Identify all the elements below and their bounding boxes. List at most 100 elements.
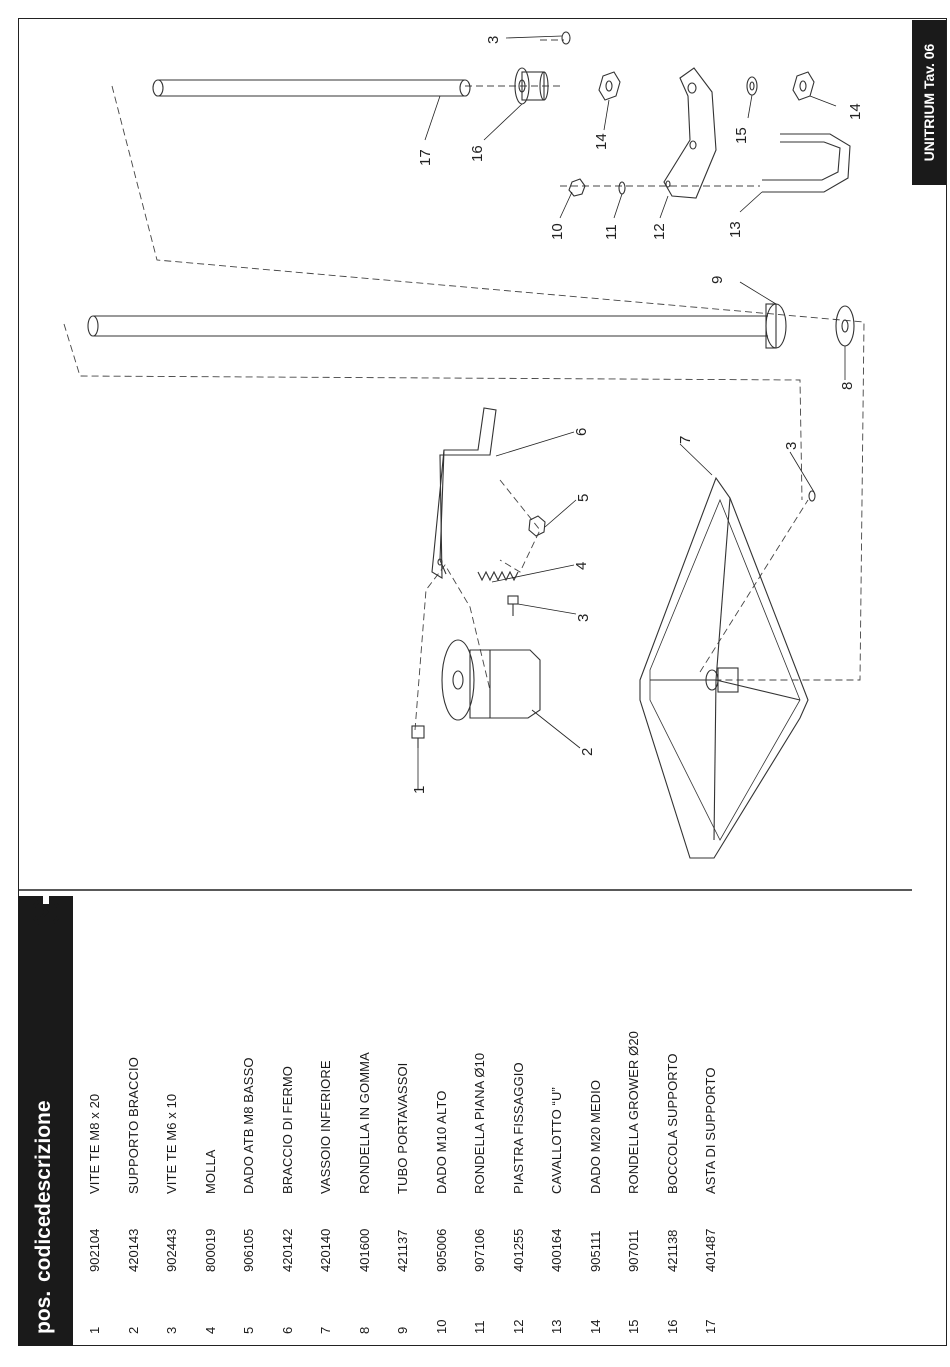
part-descrizione: BOCCOLA SUPPORTO	[664, 1053, 680, 1194]
title-tab: UNITRIUM Tav. 06	[912, 20, 946, 185]
part-pos: 6	[279, 1326, 295, 1334]
part-pos: 2	[125, 1326, 141, 1334]
callout-1: 1	[411, 786, 428, 794]
part-3-screw-top	[561, 31, 571, 45]
part-descrizione: DADO M20 MEDIO	[587, 1079, 603, 1194]
callout-9: 9	[709, 276, 726, 284]
table-row: 12 401255 PIASTRA FISSAGGIO	[511, 906, 531, 1346]
part-9-tube	[87, 303, 787, 349]
header-descrizione: descrizione	[32, 1100, 55, 1216]
table-row: 6 420142 BRACCIO DI FERMO	[280, 906, 300, 1346]
part-codice: 905006	[433, 1228, 449, 1272]
part-codice: 907011	[626, 1229, 641, 1272]
part-pos: 7	[318, 1326, 333, 1334]
part-codice: 902443	[164, 1228, 179, 1272]
callout-5: 5	[575, 494, 592, 502]
part-14-nut	[598, 71, 621, 101]
part-11-washer	[618, 181, 626, 195]
callout-3-base: 3	[783, 442, 800, 450]
callout-12: 12	[651, 223, 668, 240]
header-pos: pos.	[32, 1290, 55, 1334]
part-codice: 902104	[87, 1228, 102, 1272]
part-descrizione: BRACCIO DI FERMO	[279, 1066, 295, 1194]
table-row: 14 905111 DADO M20 MEDIO	[588, 906, 608, 1346]
sheet-title: UNITRIUM Tav. 06	[921, 43, 937, 162]
drawing-sheet	[18, 18, 947, 1346]
part-pos: 5	[241, 1326, 256, 1334]
part-codice: 800019	[202, 1228, 218, 1272]
part-codice: 401487	[703, 1228, 718, 1272]
part-descrizione: TUBO PORTAVASSOI	[395, 1062, 410, 1194]
part-codice: 401255	[510, 1228, 526, 1272]
callout-6: 6	[573, 428, 590, 436]
part-pos: 17	[703, 1319, 718, 1334]
part-pos: 11	[472, 1320, 487, 1335]
table-row: 8 401600 RONDELLA IN GOMMA	[357, 906, 377, 1346]
part-codice: 401600	[356, 1228, 372, 1272]
table-row: 3 902443 VITE TE M6 x 10	[164, 906, 184, 1346]
callout-labels: 1 2 3 4 5 6 7 3 8 9 10 11 12 13 14 15 14…	[411, 36, 864, 794]
callout-8: 8	[839, 382, 856, 390]
callout-4: 4	[573, 562, 590, 570]
part-pos: 15	[626, 1319, 641, 1334]
part-descrizione: VITE TE M8 x 20	[87, 1093, 102, 1194]
part-pos: 4	[202, 1326, 218, 1334]
part-descrizione: RONDELLA IN GOMMA	[356, 1052, 372, 1194]
callout-7: 7	[677, 436, 694, 444]
part-pos: 3	[164, 1326, 179, 1334]
part-descrizione: VITE TE M6 x 10	[164, 1093, 179, 1194]
table-row: 5 906105 DADO ATB M8 BASSO	[241, 906, 261, 1346]
callout-13: 13	[727, 221, 744, 238]
table-row: 2 420143 SUPPORTO BRACCIO	[126, 906, 146, 1346]
parts-list-header: pos. codice descrizione	[18, 896, 73, 1346]
callout-10: 10	[549, 223, 566, 240]
part-descrizione: DADO ATB M8 BASSO	[241, 1057, 256, 1194]
callout-2: 2	[579, 748, 596, 756]
part-codice: 906105	[241, 1228, 256, 1272]
part-4-spring	[477, 570, 519, 582]
part-pos: 8	[356, 1326, 372, 1334]
part-codice: 420142	[279, 1228, 295, 1272]
callout-17: 17	[417, 149, 434, 166]
part-pos: 12	[510, 1319, 526, 1334]
part-descrizione: MOLLA	[202, 1149, 218, 1194]
callout-15: 15	[733, 127, 750, 144]
callout-14-b: 14	[847, 103, 864, 120]
part-12-plate	[663, 67, 717, 199]
table-row: 4 800019 MOLLA	[203, 906, 223, 1346]
part-descrizione: PIASTRA FISSAGGIO	[510, 1062, 526, 1194]
part-8-rubber-washer	[835, 305, 855, 347]
part-7-base-tray	[639, 476, 816, 859]
part-codice: 907106	[472, 1228, 487, 1272]
callout-11: 11	[603, 224, 620, 240]
callout-3-top: 3	[485, 36, 502, 44]
part-pos: 10	[433, 1319, 449, 1334]
part-15-washer	[746, 76, 758, 96]
part-13-u-bolt	[762, 133, 851, 193]
callout-14-a: 14	[593, 133, 610, 150]
part-6-stop-arm	[431, 407, 497, 579]
part-pos: 13	[549, 1319, 564, 1334]
part-pos: 9	[395, 1326, 410, 1334]
part-descrizione: RONDELLA GROWER Ø20	[626, 1031, 641, 1194]
part-2-arm-support	[441, 639, 541, 721]
part-3-screw-mid	[507, 595, 519, 616]
part-pos: 14	[587, 1319, 603, 1334]
part-codice: 421138	[664, 1229, 680, 1272]
part-descrizione: SUPPORTO BRACCIO	[125, 1057, 141, 1194]
part-1-screw	[411, 725, 425, 748]
part-5-nut	[528, 515, 546, 537]
table-row: 1 902104 VITE TE M8 x 20	[87, 906, 107, 1346]
part-codice: 905111	[587, 1230, 603, 1272]
part-pos: 1	[87, 1326, 102, 1334]
part-codice: 420143	[125, 1228, 141, 1272]
part-descrizione: CAVALLOTTO “U”	[549, 1087, 564, 1194]
callout-3-mid: 3	[575, 614, 592, 622]
